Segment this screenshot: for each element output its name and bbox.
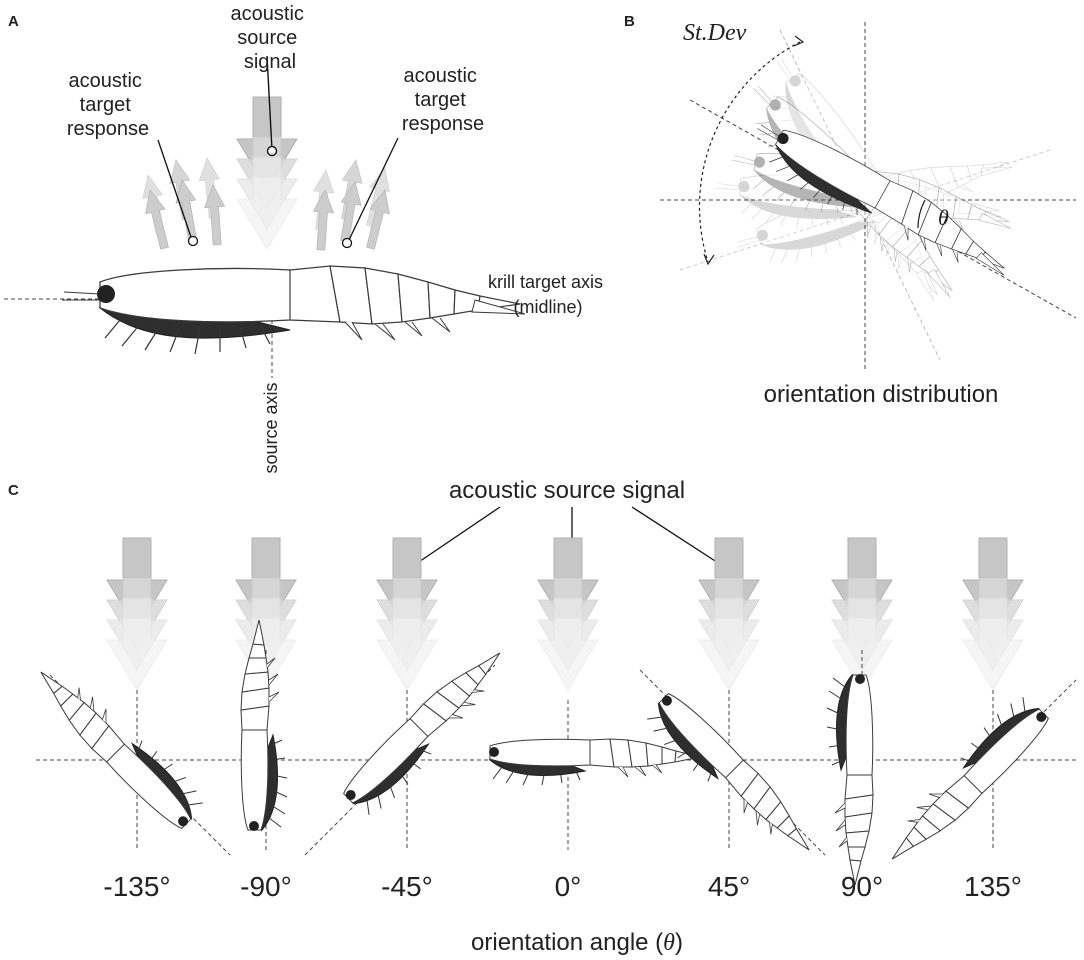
orientation-column bbox=[235, 537, 297, 850]
acoustic-source-signal-label: acoustic source signal bbox=[449, 477, 685, 504]
angle-label: 0° bbox=[555, 871, 582, 902]
angle-label: 45° bbox=[708, 871, 750, 902]
panel-c-label: C bbox=[8, 482, 19, 499]
panel-a: A bbox=[4, 3, 608, 474]
angle-label: -135° bbox=[103, 871, 170, 902]
panel-b-label: B bbox=[624, 13, 635, 30]
angle-label: -45° bbox=[381, 871, 433, 902]
target-response-left-label: acoustic target response bbox=[67, 70, 149, 140]
orientation-distribution-label: orientation distribution bbox=[764, 381, 999, 408]
orientation-column bbox=[488, 537, 701, 850]
orientation-angle-axis-label: orientation angle (θ) bbox=[471, 929, 683, 956]
orientation-column bbox=[871, 537, 1077, 873]
krill-a bbox=[61, 265, 526, 355]
target-response-left-marker bbox=[187, 235, 199, 247]
source-signal-label: acoustic source signal bbox=[231, 3, 310, 73]
orientation-column bbox=[27, 537, 231, 856]
orientation-column bbox=[304, 537, 521, 856]
angle-label: 135° bbox=[964, 871, 1022, 902]
panel-a-source-arrow bbox=[236, 96, 298, 250]
response-arrows-left bbox=[137, 156, 228, 252]
source-signal-marker bbox=[266, 145, 278, 157]
st-dev-arc bbox=[698, 41, 801, 263]
orientation-column bbox=[639, 537, 826, 871]
orientation-column bbox=[826, 537, 893, 886]
angle-label: 90° bbox=[841, 871, 883, 902]
panel-a-label: A bbox=[8, 13, 19, 30]
panel-c: C acoustic source signal bbox=[8, 477, 1077, 956]
theta-label: θ bbox=[938, 205, 949, 230]
target-response-right-label: acoustic target response bbox=[402, 65, 484, 135]
panel-b: B St.Dev θ orientation distribution bbox=[624, 13, 1077, 408]
angle-label: -90° bbox=[240, 871, 292, 902]
st-dev-label: St.Dev bbox=[683, 20, 747, 46]
source-axis-label: source axis bbox=[261, 382, 281, 473]
krill-target-axis-label: krill target axis (midline) bbox=[488, 272, 608, 317]
target-response-right-marker bbox=[341, 237, 353, 249]
